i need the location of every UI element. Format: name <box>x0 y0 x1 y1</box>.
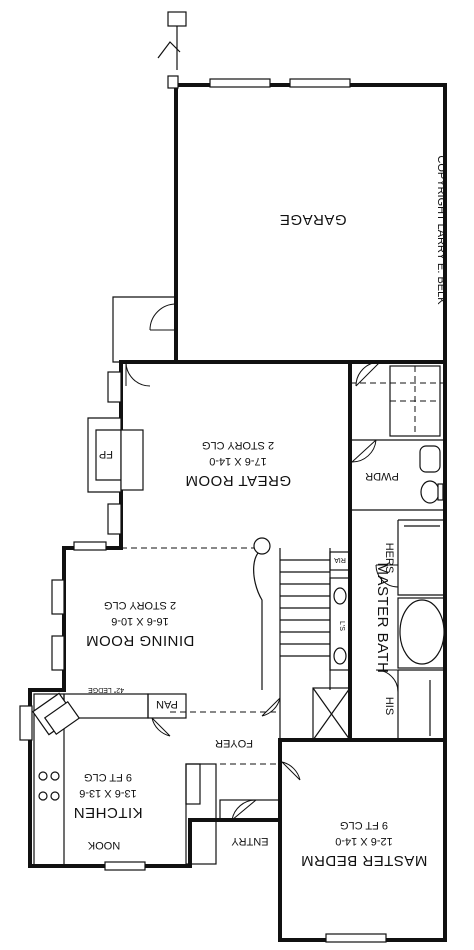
kitchen-label: KITCHEN 13-6 X 13-6 9 FT CLG <box>73 771 142 821</box>
master-bath-label: MASTER BATH <box>374 562 391 673</box>
garage-label: GARAGE <box>279 211 346 228</box>
kitchen-size: 13-6 X 13-6 <box>79 787 136 799</box>
nook-label: NOOK <box>87 839 120 851</box>
powder-label: PWDR <box>365 470 399 482</box>
ria-label: RIA <box>334 556 346 563</box>
kitchen-name: KITCHEN <box>73 804 142 821</box>
hers-label: HERS <box>383 543 395 574</box>
great-room-name: GREAT ROOM <box>185 472 291 489</box>
cooktop-burners <box>38 771 60 801</box>
stair-treads <box>253 537 330 690</box>
dining-room-note: 2 STORY CLG <box>104 599 176 611</box>
great-room-label: GREAT ROOM 17-6 X 14-0 2 STORY CLG <box>185 439 291 489</box>
dining-room-label: DINING ROOM 16-6 X 10-6 2 STORY CLG <box>86 599 195 649</box>
his-label: HIS <box>383 697 395 715</box>
entry-label: ENTRY <box>231 835 269 847</box>
pantry-label: PAN <box>156 698 178 710</box>
master-bedroom-name: MASTER BEDRM <box>301 852 428 869</box>
copyright-text: COPYRIGHT LARRY E. BELK <box>435 155 447 305</box>
master-bedroom-note: 9 FT CLG <box>340 819 388 831</box>
kitchen-note: 9 FT CLG <box>84 771 132 783</box>
fixtures <box>32 11 446 867</box>
linen-label: L'S <box>338 621 345 631</box>
dining-room-name: DINING ROOM <box>86 632 195 649</box>
master-bedroom-size: 12-6 X 14-0 <box>335 835 392 847</box>
doors <box>125 303 399 821</box>
great-room-size: 17-6 X 14-0 <box>209 455 266 467</box>
master-bedroom-label: MASTER BEDRM 12-6 X 14-0 9 FT CLG <box>301 819 428 869</box>
foyer-label: FOYER <box>215 737 253 749</box>
windows <box>19 78 387 943</box>
ledge-label: 42" LEDGE <box>88 686 124 693</box>
dining-room-size: 16-6 X 10-6 <box>111 615 168 627</box>
room-labels: GARAGE GREAT ROOM 17-6 X 14-0 2 STORY CL… <box>73 155 447 869</box>
fireplace-label: FP <box>99 448 113 460</box>
great-room-note: 2 STORY CLG <box>202 439 274 451</box>
